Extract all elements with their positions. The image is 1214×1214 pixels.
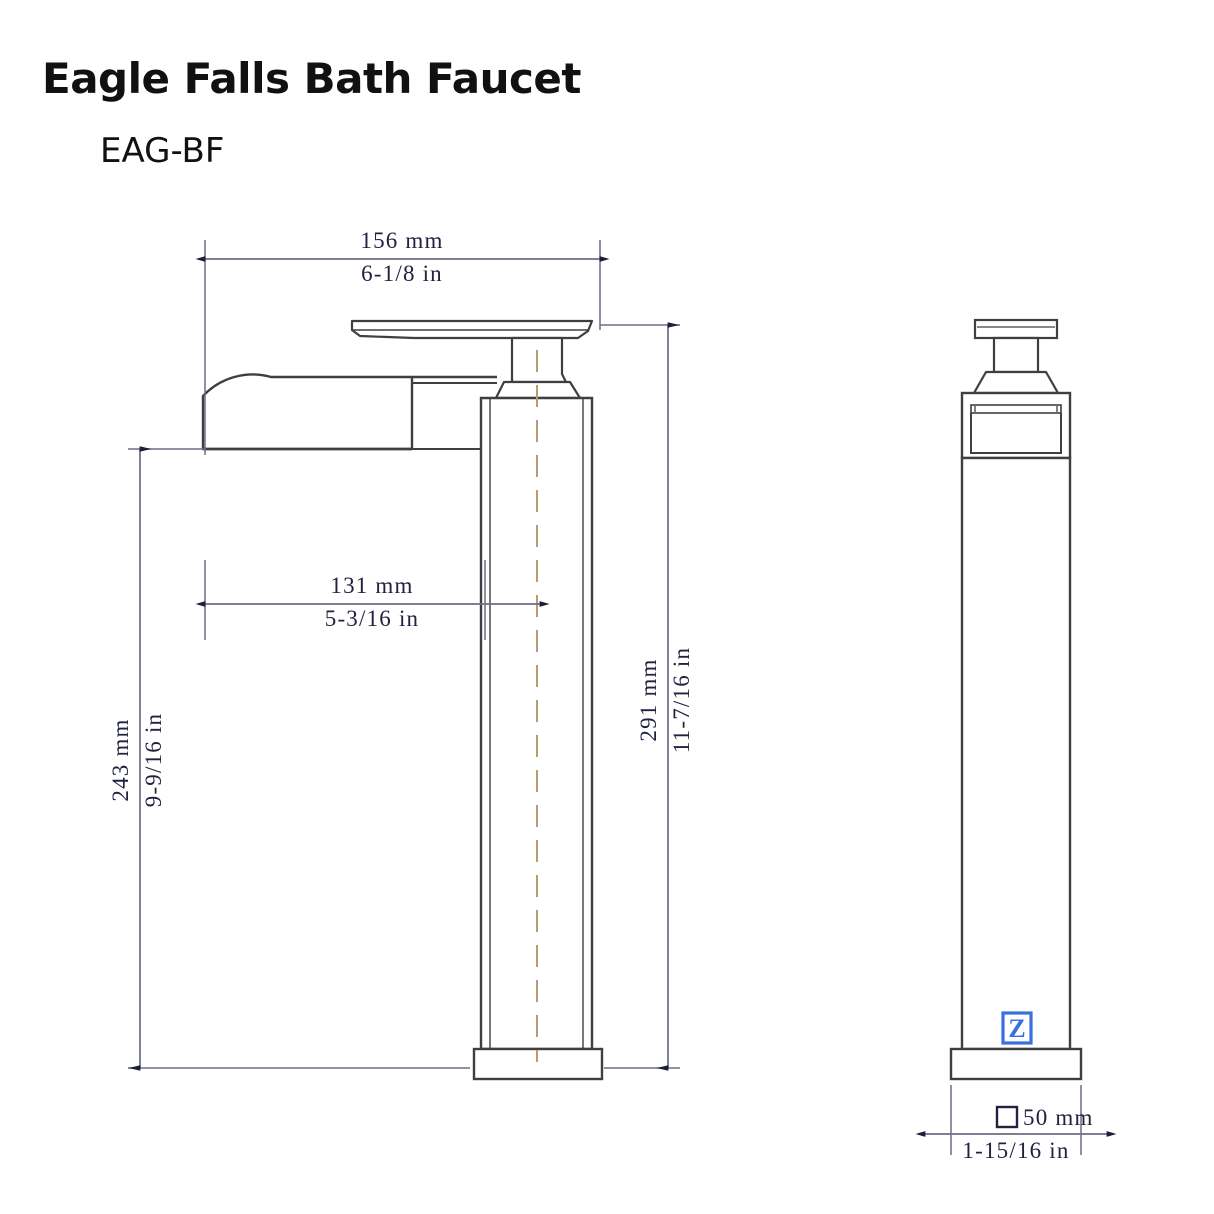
brand-logo-letter: Z	[1008, 1014, 1025, 1043]
dimension-156in-value: 6-1/8 in	[361, 261, 443, 286]
dimension-spout-overall-width: 156 mm 6-1/8 in	[195, 228, 610, 455]
side-spout-head	[960, 391, 1072, 460]
dimension-spout-height: 243 mm 9-9/16 in	[108, 446, 470, 1071]
dimension-156mm-value: 156 mm	[360, 228, 443, 253]
dimension-131mm-value: 131 mm	[330, 573, 413, 598]
dimension-243mm-value: 243 mm	[108, 718, 133, 801]
side-handle-neck	[972, 336, 1060, 395]
dimension-291in-value: 11-7/16 in	[669, 647, 694, 753]
dimension-spout-reach: 131 mm 5-3/16 in	[195, 560, 550, 640]
side-base-plate	[949, 1047, 1083, 1081]
dimension-base-size: 50 mm 1-15/16 in	[915, 1085, 1117, 1163]
front-view	[201, 319, 604, 1081]
page-title: Eagle Falls Bath Faucet	[42, 54, 581, 103]
dimension-243in-value: 9-9/16 in	[141, 713, 166, 808]
side-column	[960, 456, 1072, 1051]
square-symbol-icon	[995, 1105, 1019, 1129]
dimension-50in-value: 1-15/16 in	[962, 1138, 1069, 1163]
model-number: EAG-BF	[100, 131, 225, 171]
brand-logo: Z	[1001, 1011, 1033, 1045]
front-handle-lever	[350, 319, 594, 340]
side-handle-lever	[973, 318, 1059, 340]
side-view: Z	[949, 318, 1083, 1081]
front-spout-arm	[201, 373, 497, 451]
dimension-overall-height: 291 mm 11-7/16 in	[600, 322, 694, 1071]
dimension-131in-value: 5-3/16 in	[325, 606, 420, 631]
dimension-50mm-value: 50 mm	[1023, 1105, 1094, 1130]
dimension-291mm-value: 291 mm	[636, 658, 661, 741]
